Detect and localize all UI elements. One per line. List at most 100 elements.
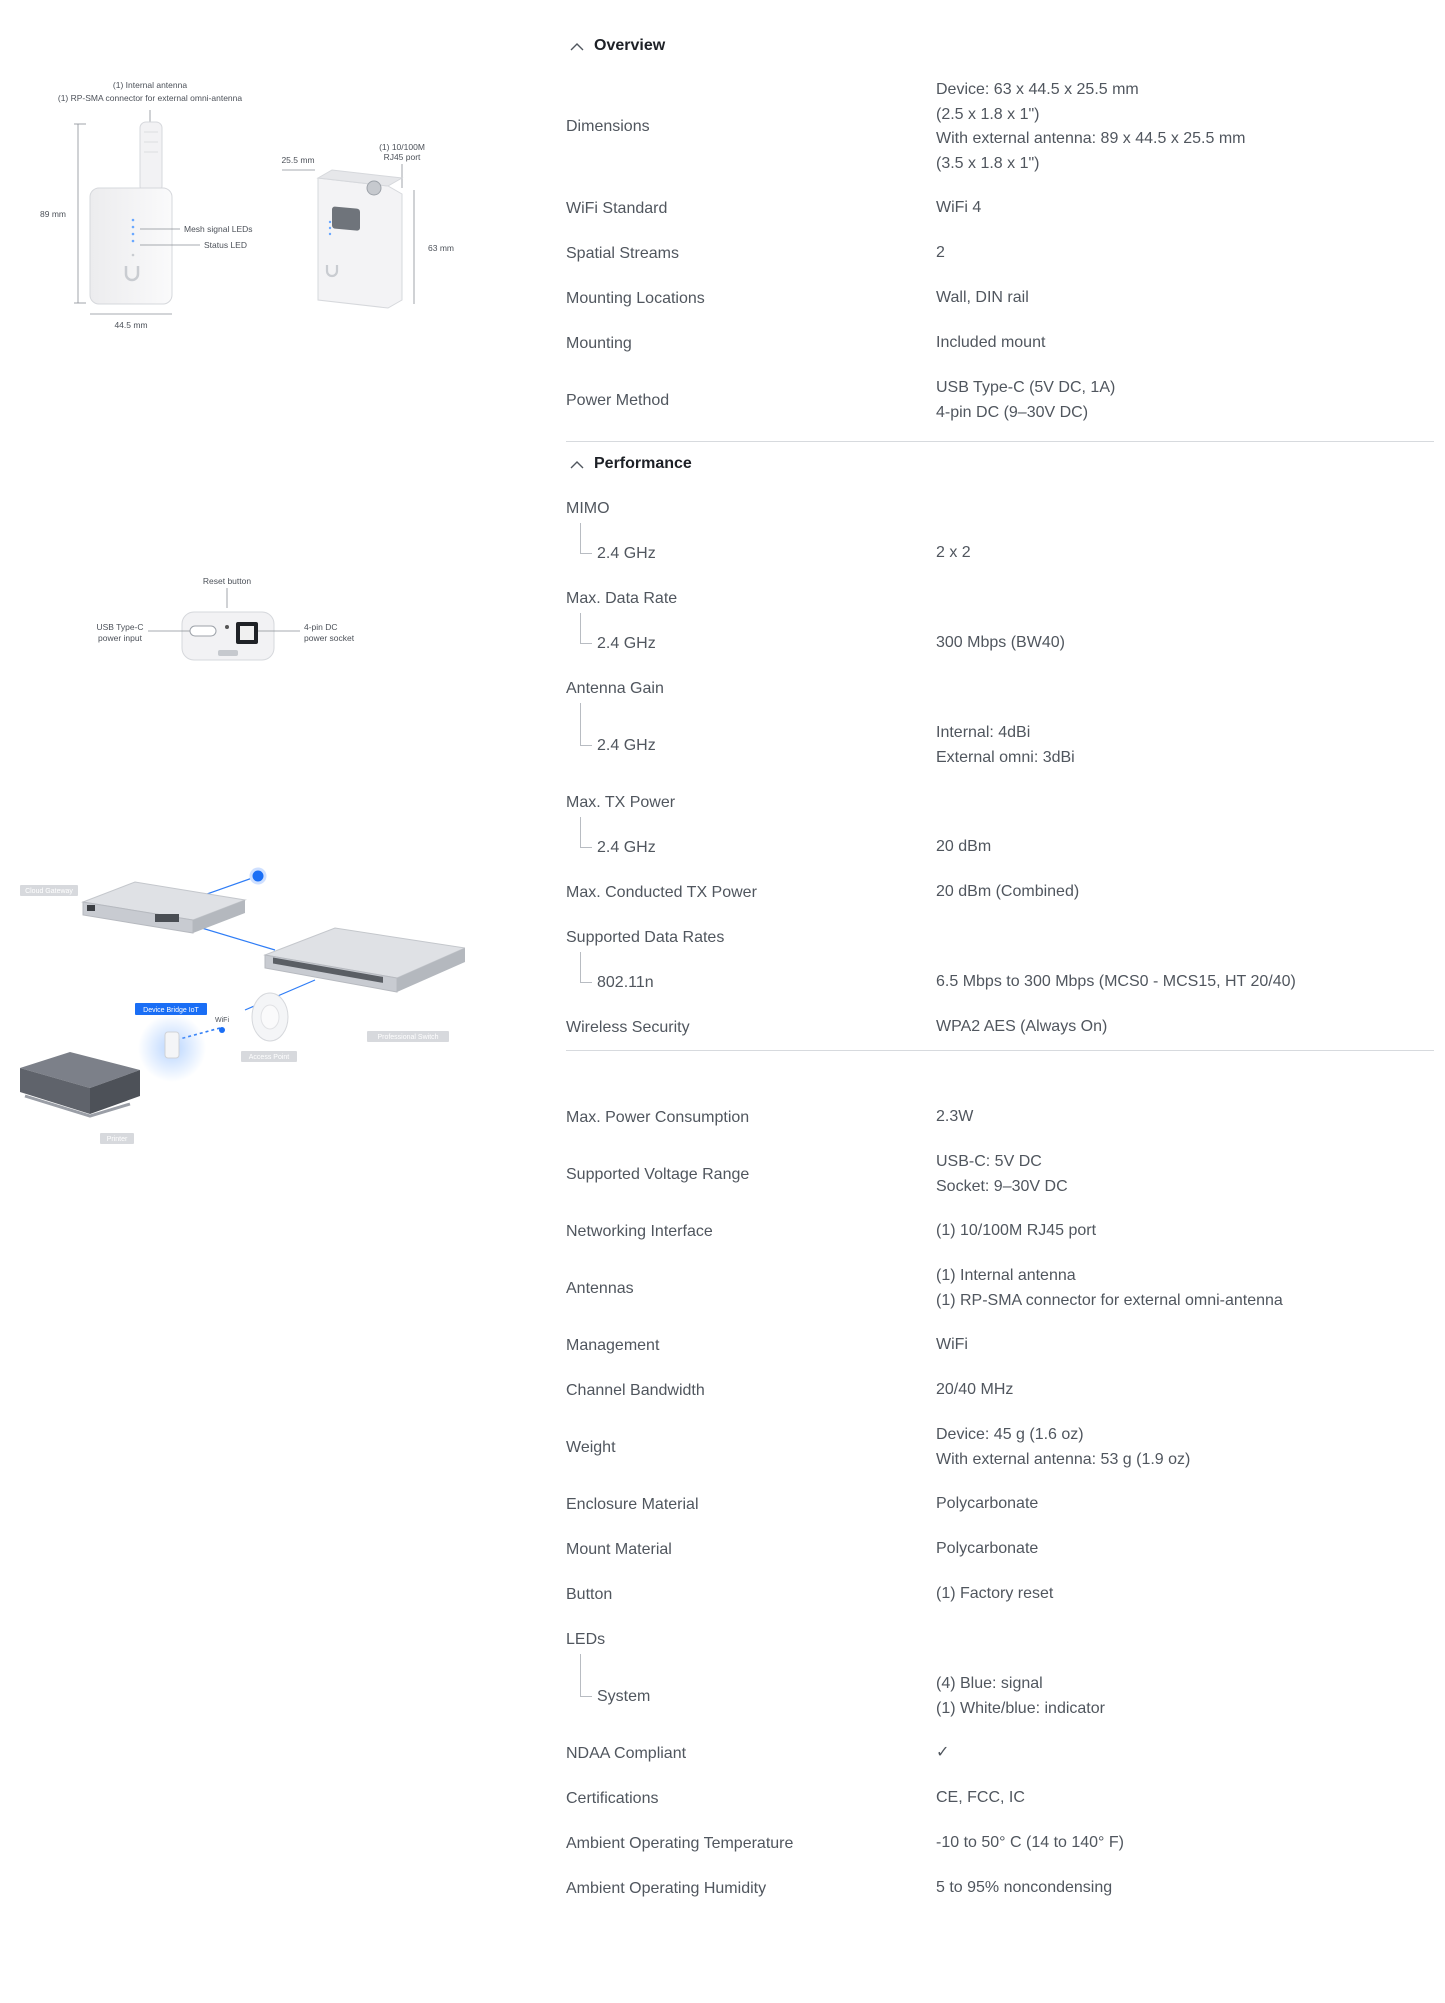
spec-label: Power Method (566, 392, 936, 410)
section-divider (566, 441, 1434, 442)
spec-value: WiFi 4 (936, 196, 1434, 221)
spec-value: ✓ (936, 1741, 1434, 1766)
spec-value-line: 5 to 95% noncondensing (936, 1879, 1113, 1897)
spec-value-line: With external antenna: 53 g (1.9 oz) (936, 1450, 1191, 1468)
spec-value: 2 x 2 (936, 541, 1434, 566)
spec-value-line: 300 Mbps (BW40) (936, 634, 1065, 652)
access-point-label: Access Point (249, 1054, 290, 1061)
spec-value-line: 2 (936, 244, 945, 262)
cloud-gateway-tag (20, 885, 78, 896)
spec-label-text: Dimensions (566, 118, 650, 135)
section-divider (566, 1050, 1434, 1051)
dimensions-figure: (1) Internal antenna (1) RP-SMA connecto… (30, 70, 460, 340)
spec-row: Ambient Operating Temperature-10 to 50° … (566, 1821, 1434, 1866)
spec-row: Supported Data Rates (566, 915, 1434, 960)
access-point-tag (241, 1051, 297, 1062)
spec-label: Antennas (566, 1280, 936, 1298)
spec-label: 802.11n (566, 951, 936, 992)
mesh-leds-label: Mesh signal LEDs (184, 224, 253, 234)
spec-label: Antenna Gain (566, 680, 936, 698)
spec-value-line: 4-pin DC (9–30V DC) (936, 403, 1089, 421)
spec-label-text: Max. TX Power (566, 793, 676, 811)
spec-label-text: Spatial Streams (566, 244, 679, 262)
spec-label-text: Networking Interface (566, 1222, 713, 1240)
spec-label: Wireless Security (566, 1019, 936, 1037)
spec-label-text: Mounting (566, 334, 632, 352)
tree-elbow-icon (580, 816, 592, 848)
spec-label: Spatial Streams (566, 245, 936, 263)
spec-value-line: (4) Blue: signal (936, 1675, 1043, 1692)
spec-row: Antenna Gain (566, 666, 1434, 711)
spec-row: LEDs (566, 1617, 1434, 1662)
spec-label-text: 2.4 GHz (597, 838, 656, 856)
spec-row: Max. Data Rate (566, 576, 1434, 621)
spec-value: CE, FCC, IC (936, 1786, 1434, 1811)
spec-value: 300 Mbps (BW40) (936, 631, 1434, 656)
spec-label: 2.4 GHz (566, 612, 936, 653)
section-spacer (566, 1051, 1434, 1095)
internet-dot-icon (249, 867, 267, 885)
spec-label-text: Antennas (566, 1279, 634, 1297)
usb-label-1: USB Type-C (96, 622, 143, 632)
spec-value-line: External omni: 3dBi (936, 748, 1075, 766)
tree-elbow-icon (580, 702, 592, 746)
dc-label-2: power socket (304, 633, 355, 643)
spec-value: (1) 10/100M RJ45 port (936, 1219, 1434, 1244)
spec-label: 2.4 GHz (566, 522, 936, 563)
device-bridge-label: Device Bridge IoT (143, 1007, 199, 1014)
spec-value-line: Device: 45 g (1.6 oz) (936, 1426, 1084, 1443)
spec-label-text: WiFi Standard (566, 199, 668, 217)
spec-label: NDAA Compliant (566, 1745, 936, 1763)
spec-value: (1) Internal antenna (1) RP-SMA connector… (936, 1264, 1434, 1313)
spec-label-text: Supported Voltage Range (566, 1165, 750, 1183)
spec-subrow: System(4) Blue: signal(1) White/blue: in… (566, 1653, 1434, 1731)
spec-row: WiFi Standard WiFi 4 (566, 186, 1434, 231)
spec-label-text: Weight (566, 1438, 616, 1456)
spec-value-line: 2.3W (936, 1108, 974, 1126)
spec-label: Management (566, 1337, 936, 1355)
spec-label: Mounting (566, 335, 936, 353)
dimensions-drawing: (1) Internal antenna (1) RP-SMA connecto… (40, 80, 454, 330)
spec-value-line: With external antenna: 89 x 44.5 x 25.5 … (936, 130, 1246, 147)
width-label: 44.5 mm (114, 320, 147, 330)
spec-value-line: (1) Internal antenna (936, 1267, 1076, 1284)
spec-value: WPA2 AES (Always On) (936, 1015, 1434, 1040)
spec-value-line: USB-C: 5V DC (936, 1153, 1042, 1170)
spec-label-text: Max. Data Rate (566, 589, 678, 607)
spec-label-text: LEDs (566, 1630, 606, 1648)
spec-value: Device: 45 g (1.6 oz) With external anten… (936, 1423, 1434, 1472)
spec-value-line: (1) RP-SMA connector for external omni-a… (936, 1291, 1283, 1309)
spec-label-text: Enclosure Material (566, 1495, 699, 1513)
spec-value: Included mount (936, 331, 1434, 356)
spec-label: MIMO (566, 500, 936, 518)
spec-row: Antennas (1) Internal antenna (1) RP-SMA c… (566, 1254, 1434, 1323)
spec-value-line: 20 dBm (Combined) (936, 883, 1080, 901)
spec-label: LEDs (566, 1631, 936, 1649)
tree-elbow-icon (580, 1653, 592, 1697)
bottom-view-figure: Reset button USB Type-C power input 4-pi… (90, 570, 370, 670)
spec-value-line: Wall, DIN rail (936, 289, 1029, 307)
spec-label: Ambient Operating Humidity (566, 1880, 936, 1898)
spec-label-text: System (597, 1687, 651, 1705)
device-bridge-tag (135, 1003, 207, 1015)
section-header-overview[interactable]: Overview (566, 24, 1434, 68)
spec-label: Certifications (566, 1790, 936, 1808)
section-header-performance[interactable]: Performance (566, 442, 1434, 486)
spec-label: Networking Interface (566, 1223, 936, 1241)
tree-elbow-icon (580, 522, 592, 554)
spec-label-text: Mount Material (566, 1540, 672, 1558)
spec-label-text: Button (566, 1585, 613, 1603)
spec-label: Dimensions (566, 118, 936, 136)
antenna-label-2: (1) RP-SMA connector for external omni-a… (58, 93, 243, 103)
port-label-2: RJ45 port (384, 152, 421, 162)
